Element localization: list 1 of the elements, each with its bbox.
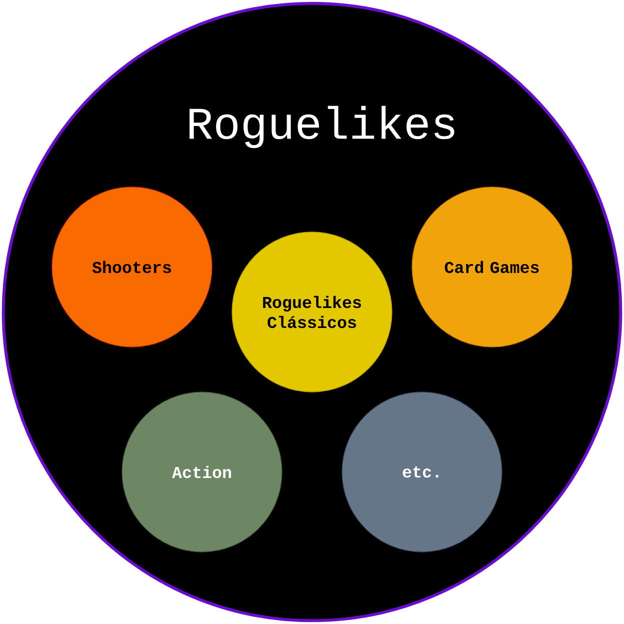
title: Roguelikes <box>190 106 454 148</box>
